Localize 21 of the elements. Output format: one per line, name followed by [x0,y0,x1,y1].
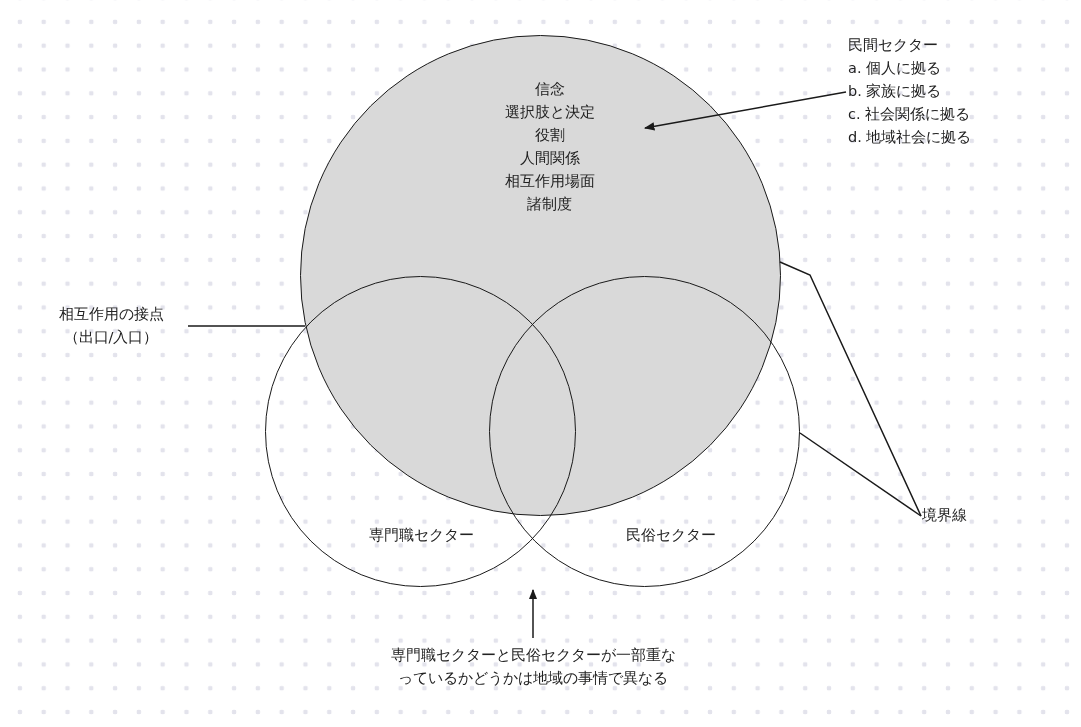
circle-label: 人間関係 [519,150,580,166]
annotation-text: 専門職セクターと民俗セクターが一部重なっているかどうかは地域の事情で異なる [318,644,748,690]
connector-line [779,261,922,517]
annotation-text: 相互作用の接点（出口/入口） [55,303,167,349]
arrow [643,91,847,131]
circle-label: 相互作用場面 [504,173,595,189]
list-item: d. 地域社会に拠る [848,129,972,145]
circle-label: 役割 [534,127,565,143]
annotation-text: 境界線 [922,504,992,527]
list-item: c. 社会関係に拠る [848,106,971,122]
sector-label: 民俗セクター [626,527,716,543]
circle-label: 選択肢と決定 [504,104,595,120]
list-item: b. 家族に拠る [848,83,942,99]
connector-line [187,325,306,327]
circle-label: 信念 [534,81,565,97]
circle-label: 諸制度 [527,196,572,212]
connector-line [799,432,922,517]
arrow [528,588,538,639]
sector-label: 専門職セクター [368,527,474,543]
heading-text: 民間セクター [848,37,938,53]
list-item: a. 個人に拠る [848,60,942,76]
